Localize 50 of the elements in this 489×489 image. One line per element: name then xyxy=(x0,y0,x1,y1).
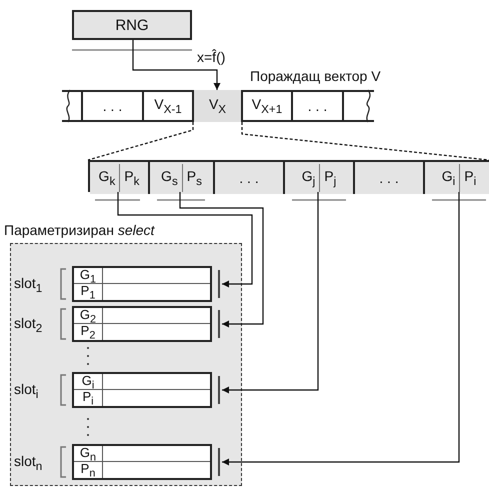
slot-field-label: P$_{1}$ xyxy=(80,283,96,304)
slot-field-label: G$_{2}$ xyxy=(78,307,98,326)
cell-label: P$_{j}$ xyxy=(324,168,336,188)
slot-field-label: P$_{i}$ xyxy=(81,389,95,410)
cell-label: . . . xyxy=(308,98,328,114)
edge-label: x=f̂() xyxy=(196,49,226,65)
arrow xyxy=(132,40,220,90)
array-cell xyxy=(355,162,425,194)
cell-label: . . . xyxy=(102,98,122,114)
cell-label: V$_{X+1}$ xyxy=(252,96,282,116)
vector-cell xyxy=(292,90,343,122)
box-label: RNG xyxy=(115,16,149,34)
dashed-line xyxy=(88,122,194,161)
slot-field-label: G$_{1}$ xyxy=(78,267,98,286)
array-cell xyxy=(215,162,285,194)
cell-label: G$_{k}$ xyxy=(98,168,116,188)
slot-field-label: P$_{2}$ xyxy=(80,323,96,344)
cell-label: V$_{X-1}$ xyxy=(154,96,182,116)
arrow xyxy=(179,192,264,328)
vector-cell xyxy=(193,90,242,122)
cell-label: V$_{X}$ xyxy=(208,96,226,116)
slot-field-label: G$_{i}$ xyxy=(80,373,96,392)
slot-label: slot$_{i}$ xyxy=(14,381,38,401)
vector-title: Пораждащ вектор V xyxy=(250,68,381,84)
vector-cell xyxy=(82,90,143,122)
cell-label: . . . xyxy=(379,170,399,186)
array-cell xyxy=(425,162,489,194)
cell-label: P$_{s}$ xyxy=(186,168,202,188)
vector-cell xyxy=(242,90,292,122)
arrow xyxy=(222,192,460,466)
array-cell xyxy=(150,162,215,194)
arrow xyxy=(117,192,253,288)
slot-field-label: P$_{n}$ xyxy=(80,461,96,482)
panel-title: Параметризиран select xyxy=(4,222,154,238)
cell-label: P$_{k}$ xyxy=(124,168,140,188)
arrow xyxy=(222,192,319,394)
cell-label: P$_{i}$ xyxy=(464,168,476,188)
cell-label: G$_{s}$ xyxy=(161,168,178,188)
process-box xyxy=(72,10,192,40)
slot-label: slot$_{1}$ xyxy=(14,275,42,295)
cell-label: G$_{i}$ xyxy=(442,168,456,188)
cell-label: G$_{j}$ xyxy=(302,168,316,188)
slot-label: slot$_{n}$ xyxy=(14,453,42,473)
cell-label: . . . xyxy=(239,170,259,186)
array-cell xyxy=(90,162,150,194)
slot-label: slot$_{2}$ xyxy=(14,315,42,335)
dashed-line xyxy=(241,122,489,161)
array-band xyxy=(88,160,489,192)
slot-field-label: G$_{n}$ xyxy=(78,445,98,464)
array-cell xyxy=(285,162,355,194)
